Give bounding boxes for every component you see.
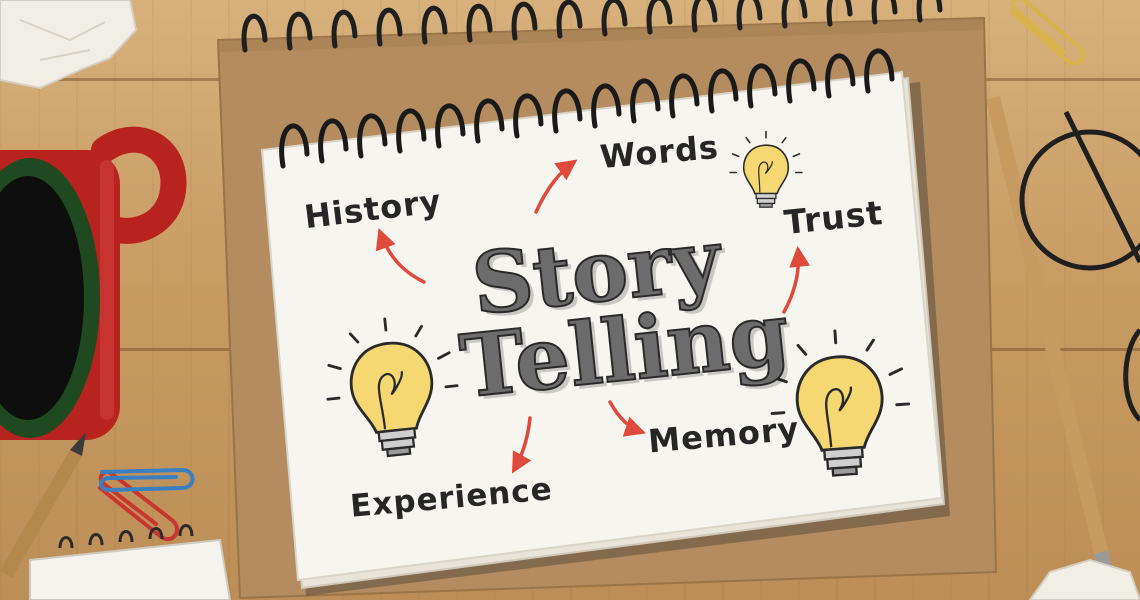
paperclip-red xyxy=(98,470,179,542)
eyeglasses xyxy=(1019,110,1140,422)
back-spiral-binding xyxy=(241,0,943,53)
small-notepad xyxy=(29,524,232,600)
crumpled-paper xyxy=(1028,558,1140,600)
paperclip-gold xyxy=(1010,0,1085,66)
arrow-to-memory xyxy=(608,400,646,437)
paperclip-blue xyxy=(99,467,195,493)
arrow-to-experience xyxy=(511,416,532,474)
arrow-to-trust xyxy=(782,245,811,314)
arrow-to-words xyxy=(534,159,578,214)
concept-arrows xyxy=(375,159,811,474)
front-spiral-binding xyxy=(279,48,895,169)
pencil-left xyxy=(0,432,86,578)
coffee-mug xyxy=(0,126,187,440)
crumpled-paper xyxy=(0,0,138,90)
arrow-to-history xyxy=(375,228,426,284)
